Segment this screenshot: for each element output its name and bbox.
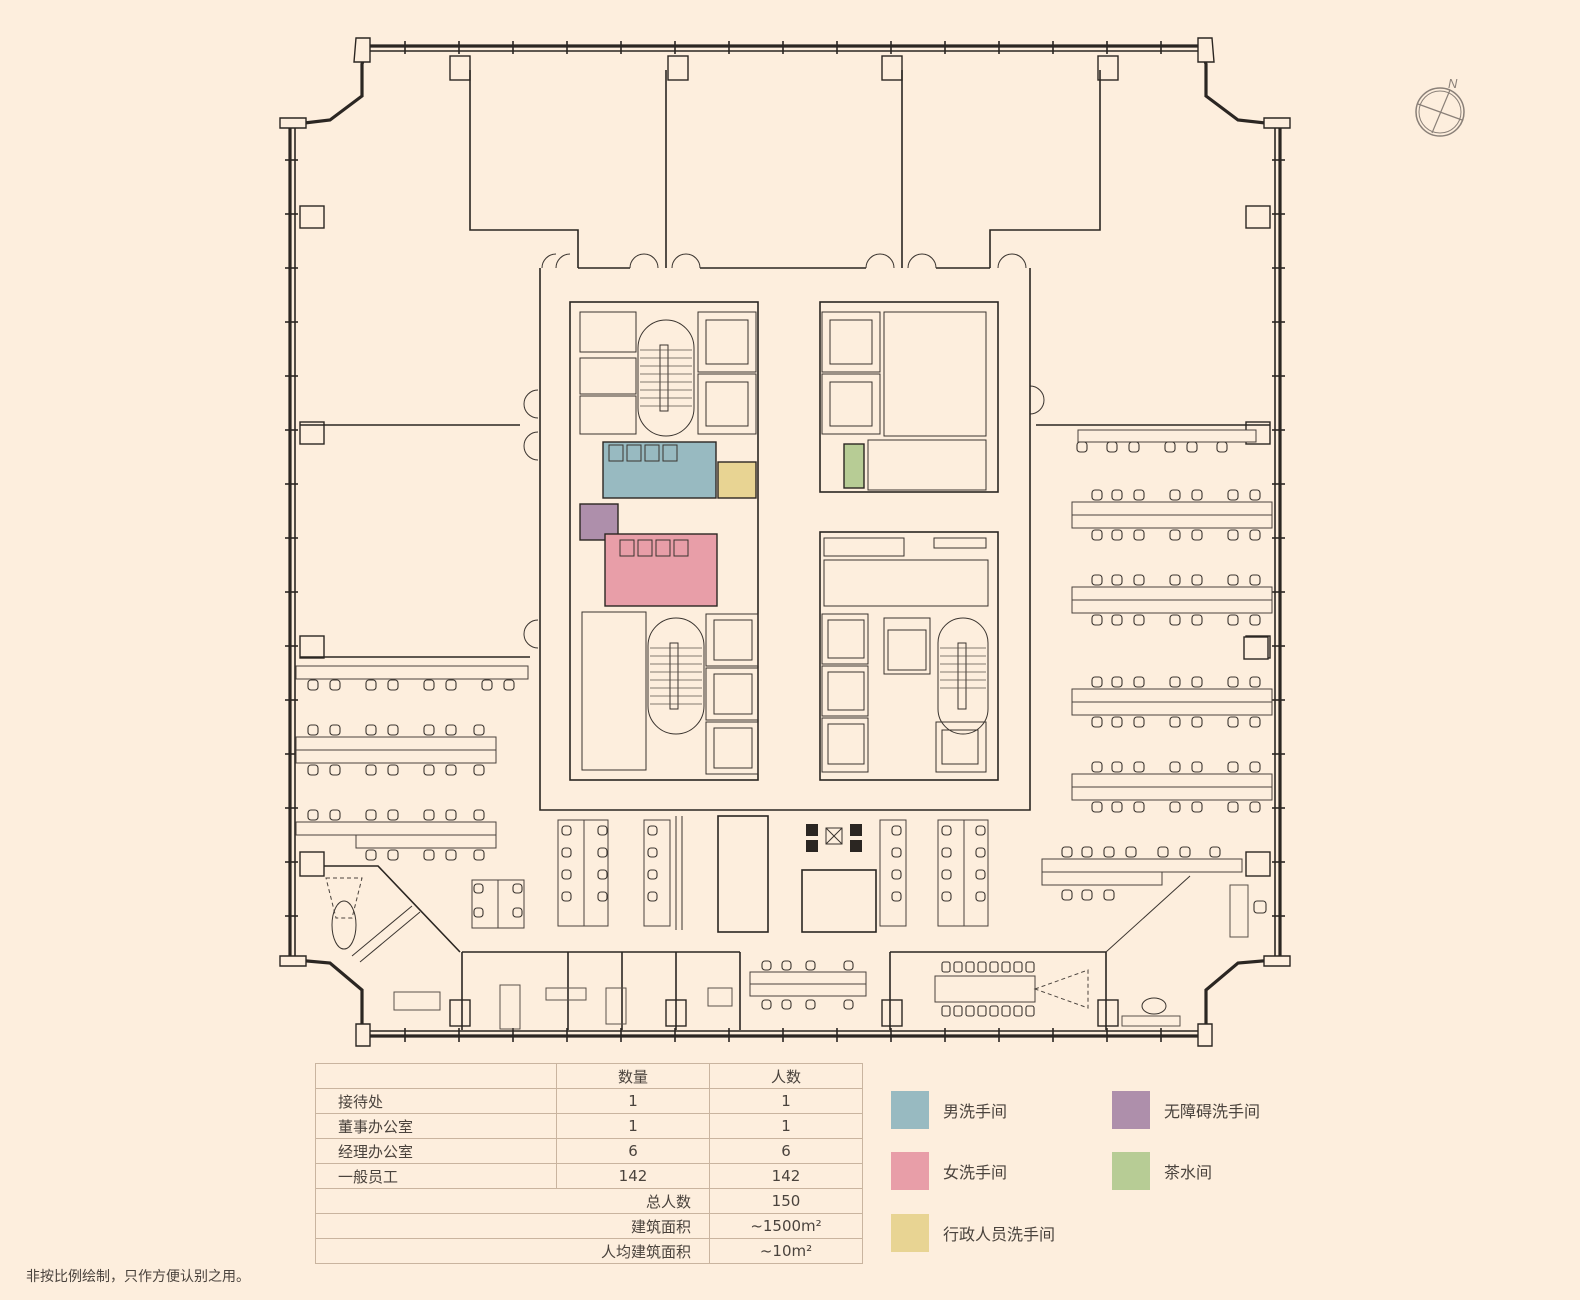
floor-plan: N (279, 37, 1465, 1047)
structural-columns (299, 55, 1271, 1027)
header-count: 数量 (556, 1063, 710, 1089)
compass-label: N (1448, 76, 1458, 91)
summary-value: 150 (709, 1188, 863, 1214)
exterior-wall (279, 37, 1291, 1047)
occupancy-table: 数量 人数 接待处 1 1 董事办公室 1 1 经理办公室 6 6 一般员工 1… (315, 1063, 863, 1264)
legend-swatch (1112, 1152, 1150, 1190)
row-count: 142 (556, 1163, 710, 1189)
legend-swatch (891, 1091, 929, 1129)
workstations-west (295, 665, 529, 861)
legend-accessible-restroom: 无障碍洗手间 (1112, 1091, 1260, 1129)
south-offices (324, 865, 1191, 1030)
table-row: 一般员工 142 142 (315, 1163, 863, 1189)
legend-swatch (891, 1214, 929, 1252)
workstations-south (471, 815, 989, 933)
admin-restroom (717, 461, 757, 499)
legend-label: 行政人员洗手间 (943, 1225, 1056, 1244)
table-row: 经理办公室 6 6 (315, 1138, 863, 1164)
summary-label: 总人数 (315, 1188, 710, 1214)
disclaimer-note: 非按比例绘制，只作方便认别之用。 (26, 1269, 250, 1285)
summary-row: 人均建筑面积 ~10m² (315, 1238, 863, 1264)
legend-label: 无障碍洗手间 (1164, 1102, 1261, 1121)
legend-pantry: 茶水间 (1112, 1152, 1212, 1190)
row-people: 1 (709, 1113, 863, 1139)
pantry (843, 443, 865, 489)
legend-label: 男洗手间 (943, 1102, 1008, 1121)
header-blank (315, 1063, 557, 1089)
row-label: 董事办公室 (315, 1113, 557, 1139)
table-row: 接待处 1 1 (315, 1088, 863, 1114)
summary-value: ~1500m² (709, 1213, 863, 1239)
north-office-partitions (300, 70, 1270, 658)
building-core (539, 268, 1031, 811)
row-count: 1 (556, 1113, 710, 1139)
legend-mens-restroom: 男洗手间 (891, 1091, 1007, 1129)
legend-womens-restroom: 女洗手间 (891, 1152, 1007, 1190)
row-people: 1 (709, 1088, 863, 1114)
north-arrow-icon: N (1415, 76, 1465, 137)
row-people: 6 (709, 1138, 863, 1164)
row-count: 1 (556, 1088, 710, 1114)
legend-swatch (891, 1152, 929, 1190)
summary-row: 建筑面积 ~1500m² (315, 1213, 863, 1239)
summary-value: ~10m² (709, 1238, 863, 1264)
row-count: 6 (556, 1138, 710, 1164)
legend-admin-restroom: 行政人员洗手间 (891, 1214, 1055, 1252)
summary-label: 建筑面积 (315, 1213, 710, 1239)
row-label: 接待处 (315, 1088, 557, 1114)
summary-label: 人均建筑面积 (315, 1238, 710, 1264)
header-people: 人数 (709, 1063, 863, 1089)
workstations-east (1041, 429, 1273, 938)
table-row: 董事办公室 1 1 (315, 1113, 863, 1139)
legend-label: 女洗手间 (943, 1163, 1008, 1182)
table-header-row: 数量 人数 (315, 1063, 863, 1089)
legend-label: 茶水间 (1164, 1163, 1213, 1182)
row-people: 142 (709, 1163, 863, 1189)
legend-swatch (1112, 1091, 1150, 1129)
womens-restroom (604, 533, 718, 607)
row-label: 经理办公室 (315, 1138, 557, 1164)
window-mullions (285, 41, 1285, 1042)
row-label: 一般员工 (315, 1163, 557, 1189)
mens-restroom (602, 441, 717, 499)
summary-row: 总人数 150 (315, 1188, 863, 1214)
accessible-restroom (579, 503, 619, 541)
